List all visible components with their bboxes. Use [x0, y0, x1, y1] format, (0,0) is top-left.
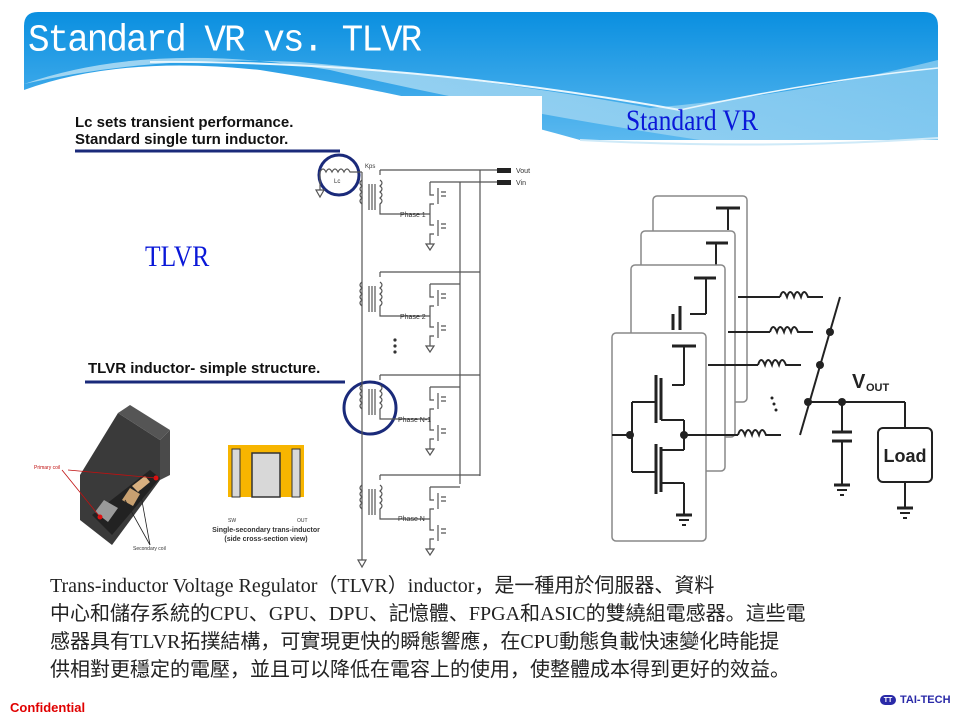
- standard-vr-label: Standard VR: [626, 104, 758, 137]
- kps-label: Kps: [365, 164, 375, 170]
- ground-icon: [314, 189, 326, 199]
- load-label: Load: [884, 446, 927, 466]
- phase-block: [359, 271, 480, 354]
- vout-terminal: [497, 168, 511, 173]
- standard-vr-vout-label: V: [852, 371, 866, 393]
- primary-coil-label: Primary coil: [34, 465, 60, 471]
- phase-block: [359, 374, 480, 457]
- figure-background: [30, 96, 542, 160]
- ground-icon: [356, 559, 368, 569]
- lc-inductor: [319, 168, 358, 174]
- description-line: 供相對更穩定的電壓，並且可以降低在電容上的使用，使整體成本得到更好的效益。: [50, 659, 790, 681]
- lc-highlight-circle: [317, 153, 361, 197]
- slide-title: Standard VR vs. TLVR: [28, 18, 422, 63]
- tlvr-label: TLVR: [145, 240, 210, 273]
- standard-vr-vout-subscript: OUT: [866, 382, 890, 394]
- company-logo: TT TAI-TECH: [880, 694, 951, 706]
- logo-mark-icon: TT: [880, 695, 896, 705]
- phase-label: Phase 1: [400, 212, 426, 219]
- caption-lc-line2: Standard single turn inductor.: [75, 131, 289, 148]
- description-line: 感器具有TLVR拓撲結構，可實現更快的瞬態響應，在CPU動態負載快速變化時能提: [50, 631, 780, 653]
- vin-label: Vin: [516, 180, 526, 187]
- kps-highlight-circle: [342, 380, 398, 436]
- lc-label: Lc: [334, 179, 340, 185]
- logo-text: TAI-TECH: [900, 694, 951, 706]
- description-text: Trans-inductor Voltage Regulator（TLVR）in…: [50, 572, 950, 684]
- caption-lc-line1: Lc sets transient performance.: [75, 114, 294, 131]
- sw-label: SW: [228, 518, 236, 524]
- phase-label: Phase 2: [400, 314, 426, 321]
- vout-label: Vout: [516, 168, 530, 175]
- phase-block: [359, 170, 460, 252]
- description-line: 中心和儲存系統的CPU、GPU、DPU、記憶體、FPGA和ASIC的雙繞組電感器…: [50, 603, 806, 625]
- standard-vr-schematic: [611, 195, 933, 542]
- phase-label: Phase N-1: [398, 417, 431, 424]
- phase-label: Phase N: [398, 516, 425, 523]
- cross-section-caption-line2: (side cross-section view): [224, 536, 307, 543]
- phase-block: [359, 474, 480, 557]
- caption-tlvr-inductor: TLVR inductor- simple structure.: [88, 360, 321, 377]
- secondary-coil-label: Secondary coil: [133, 546, 166, 552]
- vin-terminal: [497, 180, 511, 185]
- confidential-label: Confidential: [10, 700, 86, 715]
- tlvr-schematic: Vout Vin Kps Lc Phase 1 Phase 2 Phase N-…: [34, 149, 933, 569]
- cross-section-caption-line1: Single-secondary trans-inductor: [212, 527, 320, 534]
- description-line: Trans-inductor Voltage Regulator（TLVR）in…: [50, 575, 715, 597]
- out-label: OUT: [297, 518, 308, 524]
- cross-section-illustration: [228, 445, 304, 498]
- tlvr-inductor-3d-illustration: [61, 405, 170, 546]
